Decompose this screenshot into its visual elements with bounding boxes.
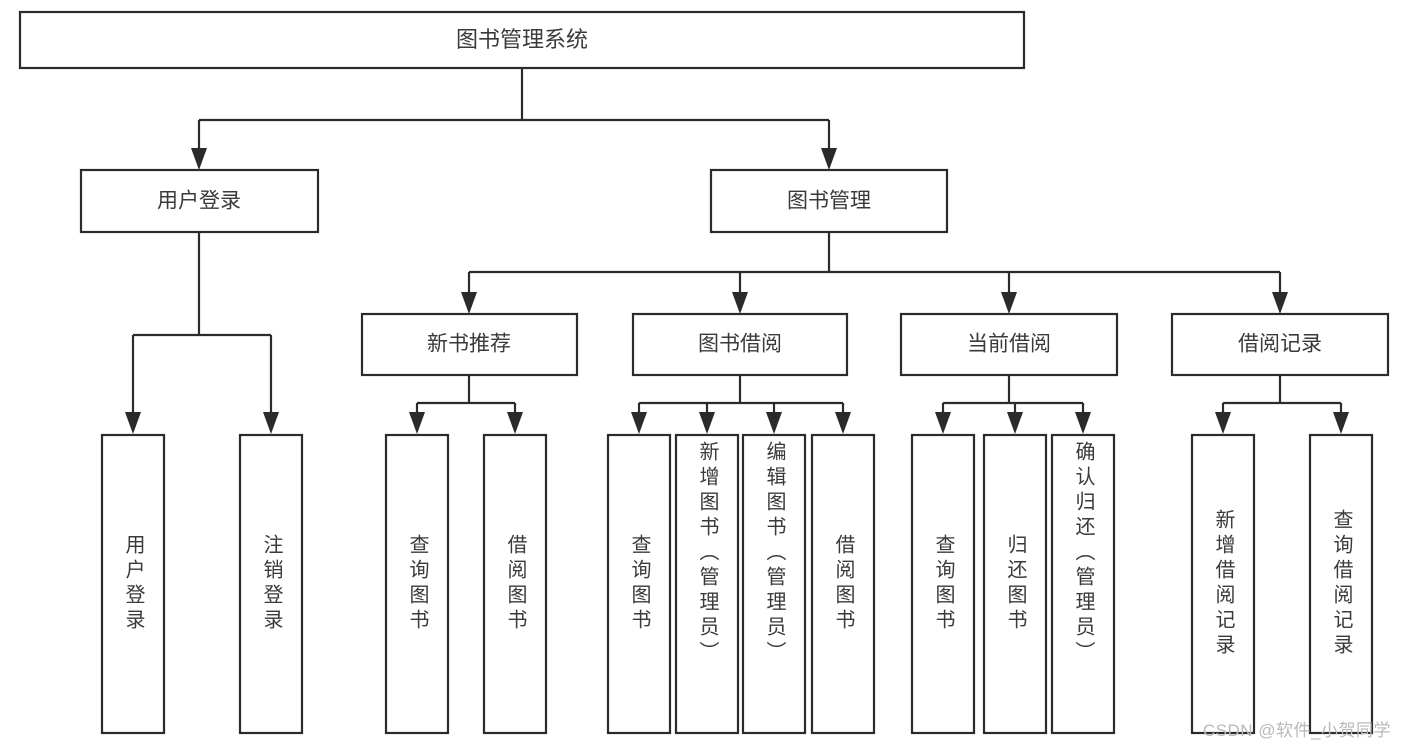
node-book-borrow-label: 图书借阅 — [698, 333, 782, 356]
node-current-borrow-box[interactable] — [899, 312, 1119, 377]
arrowhead-current-borrow — [1001, 292, 1017, 314]
arrowhead-br-add-record — [1215, 412, 1231, 434]
node-bb-edit-book-box[interactable] — [741, 433, 807, 735]
node-book-borrow[interactable]: 图书借阅 — [631, 312, 849, 377]
node-new-book-recommend[interactable]: 新书推荐 — [360, 312, 579, 377]
connector-group-book-management — [461, 232, 1288, 314]
connector-group-new-book-recommend — [409, 375, 523, 434]
arrowhead-bb-add-book — [699, 412, 715, 434]
arrowhead-nb-query-book — [409, 412, 425, 434]
node-current-borrow-label: 当前借阅 — [967, 333, 1051, 356]
arrowhead-cb-return-book — [1007, 412, 1023, 434]
leaf-box-group — [100, 433, 1374, 735]
node-book-borrow-box[interactable] — [631, 312, 849, 377]
arrowhead-new-book-recommend — [461, 292, 477, 314]
node-bb-add-book-box[interactable] — [674, 433, 740, 735]
node-root-system-box[interactable] — [18, 10, 1026, 70]
arrowhead-book-borrow — [732, 292, 748, 314]
arrowhead-user-login-do — [125, 412, 141, 434]
node-user-logout-box[interactable] — [238, 433, 304, 735]
connector-group-current-borrow — [935, 375, 1091, 434]
arrowhead-group-level1 — [191, 148, 837, 170]
arrowhead-nb-borrow-book — [507, 412, 523, 434]
connector-group-book-borrow — [631, 375, 851, 434]
node-borrow-record-label: 借阅记录 — [1238, 333, 1322, 356]
node-cb-query-book-box[interactable] — [910, 433, 976, 735]
node-new-book-recommend-box[interactable] — [360, 312, 579, 377]
arrowhead-bb-query-book — [631, 412, 647, 434]
node-root-system-label: 图书管理系统 — [456, 27, 588, 52]
connector-group-borrow-record — [1215, 375, 1349, 434]
arrowhead-cb-confirm-return — [1075, 412, 1091, 434]
node-user-login[interactable]: 用户登录 — [79, 168, 320, 234]
node-br-add-record-box[interactable] — [1190, 433, 1256, 735]
node-user-login-label: 用户登录 — [157, 190, 241, 213]
arrowhead-borrow-record — [1272, 292, 1288, 314]
arrowhead-bb-borrow-book — [835, 412, 851, 434]
csdn-watermark: CSDN @软件_小贺同学 — [1202, 721, 1391, 740]
connector-group-root — [197, 68, 831, 152]
node-cb-confirm-return-box[interactable] — [1050, 433, 1116, 735]
node-bb-query-book-box[interactable] — [606, 433, 672, 735]
arrowhead-user-login — [191, 148, 207, 170]
node-cb-return-book-box[interactable] — [982, 433, 1048, 735]
connector-group-user-login — [125, 232, 279, 434]
node-root-system[interactable]: 图书管理系统 — [18, 10, 1026, 70]
arrowhead-user-logout — [263, 412, 279, 434]
node-bb-borrow-book-box[interactable] — [810, 433, 876, 735]
node-book-management-label: 图书管理 — [787, 190, 871, 213]
node-borrow-record[interactable]: 借阅记录 — [1170, 312, 1390, 377]
arrowhead-bb-edit-book — [766, 412, 782, 434]
node-nb-query-book-box[interactable] — [384, 433, 450, 735]
node-book-management-box[interactable] — [709, 168, 949, 234]
node-book-management[interactable]: 图书管理 — [709, 168, 949, 234]
node-user-login-box[interactable] — [79, 168, 320, 234]
node-current-borrow[interactable]: 当前借阅 — [899, 312, 1119, 377]
arrowhead-book-management — [821, 148, 837, 170]
arrowhead-br-query-record — [1333, 412, 1349, 434]
node-user-login-do-box[interactable] — [100, 433, 166, 735]
node-new-book-recommend-label: 新书推荐 — [427, 333, 511, 356]
node-borrow-record-box[interactable] — [1170, 312, 1390, 377]
node-br-query-record-box[interactable] — [1308, 433, 1374, 735]
arrowhead-cb-query-book — [935, 412, 951, 434]
node-nb-borrow-book-box[interactable] — [482, 433, 548, 735]
